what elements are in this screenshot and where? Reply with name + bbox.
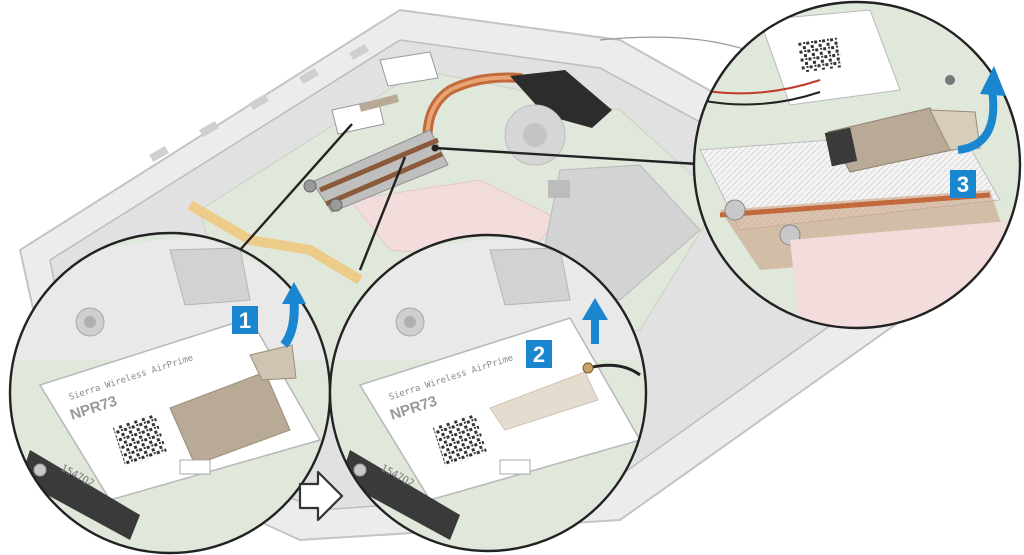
wlan-card — [331, 51, 439, 135]
heatsink-assembly — [303, 70, 612, 213]
curved-arrow-icon-3 — [957, 66, 1006, 154]
step-1-number: 1 — [239, 308, 251, 333]
chassis-slots — [149, 44, 369, 162]
callout-step-2: Sierra Wireless AirPrime NPR73 1547Q2 2 — [328, 233, 648, 553]
step-2-badge — [526, 340, 552, 368]
step-3-badge — [950, 170, 976, 198]
step-3-number: 3 — [957, 172, 969, 197]
next-arrow-icon — [298, 470, 344, 522]
callout-step-3: 3 — [692, 0, 1022, 330]
callout-step-1: Sierra Wireless AirPrime NPR73 1547Q2 1 — [8, 231, 332, 555]
step-1-badge — [232, 306, 258, 334]
flex-cable — [187, 200, 363, 285]
leader-lines — [239, 123, 699, 271]
antenna-tape — [169, 371, 291, 466]
curved-arrow-icon — [280, 282, 306, 348]
step-2-number: 2 — [533, 342, 545, 367]
up-arrow-icon — [582, 298, 608, 344]
